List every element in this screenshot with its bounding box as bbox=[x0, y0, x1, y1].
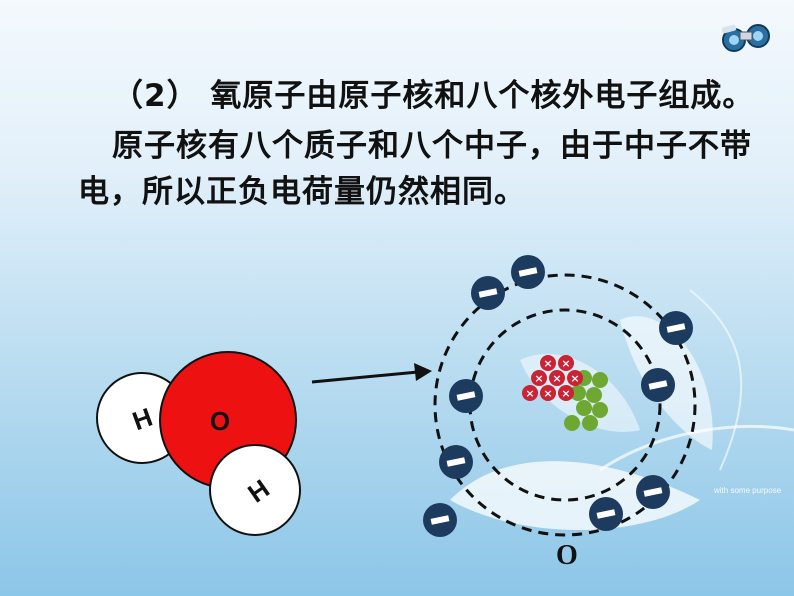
neutron bbox=[592, 402, 608, 418]
neutron bbox=[570, 385, 586, 401]
svg-text:×: × bbox=[534, 372, 543, 385]
proton: × bbox=[522, 385, 538, 401]
electron bbox=[659, 311, 693, 345]
atom-label: O bbox=[556, 540, 578, 571]
neutron bbox=[564, 415, 580, 431]
arrow-icon bbox=[311, 363, 432, 384]
electron bbox=[471, 276, 505, 310]
nucleus: ×××××××× bbox=[522, 355, 608, 431]
inner-orbit bbox=[468, 308, 662, 502]
electron bbox=[589, 497, 623, 531]
svg-text:×: × bbox=[525, 387, 534, 400]
svg-text:×: × bbox=[552, 372, 561, 385]
neutron bbox=[576, 400, 592, 416]
hydrogen-atom-bottom: H bbox=[209, 444, 301, 536]
outer-orbit bbox=[433, 273, 697, 537]
svg-text:×: × bbox=[561, 357, 570, 370]
electron bbox=[636, 475, 670, 509]
neutron bbox=[582, 415, 598, 431]
proton: × bbox=[531, 370, 547, 386]
text-line-1: （2） 氧原子由原子核和八个核外电子组成。 bbox=[112, 78, 755, 114]
svg-text:×: × bbox=[570, 372, 579, 385]
proton: × bbox=[558, 355, 574, 371]
text-line-3: 电，所以正负电荷量仍然相同。 bbox=[78, 174, 526, 210]
footer-text: with some purpose bbox=[714, 486, 782, 495]
oxygen-label: O bbox=[210, 406, 230, 436]
proton: × bbox=[549, 370, 565, 386]
electron bbox=[641, 368, 675, 402]
proton: × bbox=[567, 370, 583, 386]
neutron bbox=[586, 387, 602, 403]
proton: × bbox=[540, 385, 556, 401]
text-line-2: 原子核有八个质子和八个中子，由于中子不带 bbox=[112, 128, 752, 164]
svg-text:×: × bbox=[543, 387, 552, 400]
electron bbox=[439, 445, 473, 479]
electron bbox=[449, 379, 483, 413]
svg-text:×: × bbox=[561, 387, 570, 400]
binoculars-icon bbox=[721, 24, 770, 52]
electrons bbox=[423, 255, 693, 537]
proton: × bbox=[558, 385, 574, 401]
neutron bbox=[592, 372, 608, 388]
svg-text:×: × bbox=[543, 357, 552, 370]
electron bbox=[511, 255, 545, 289]
electron bbox=[423, 503, 457, 537]
proton: × bbox=[540, 355, 556, 371]
